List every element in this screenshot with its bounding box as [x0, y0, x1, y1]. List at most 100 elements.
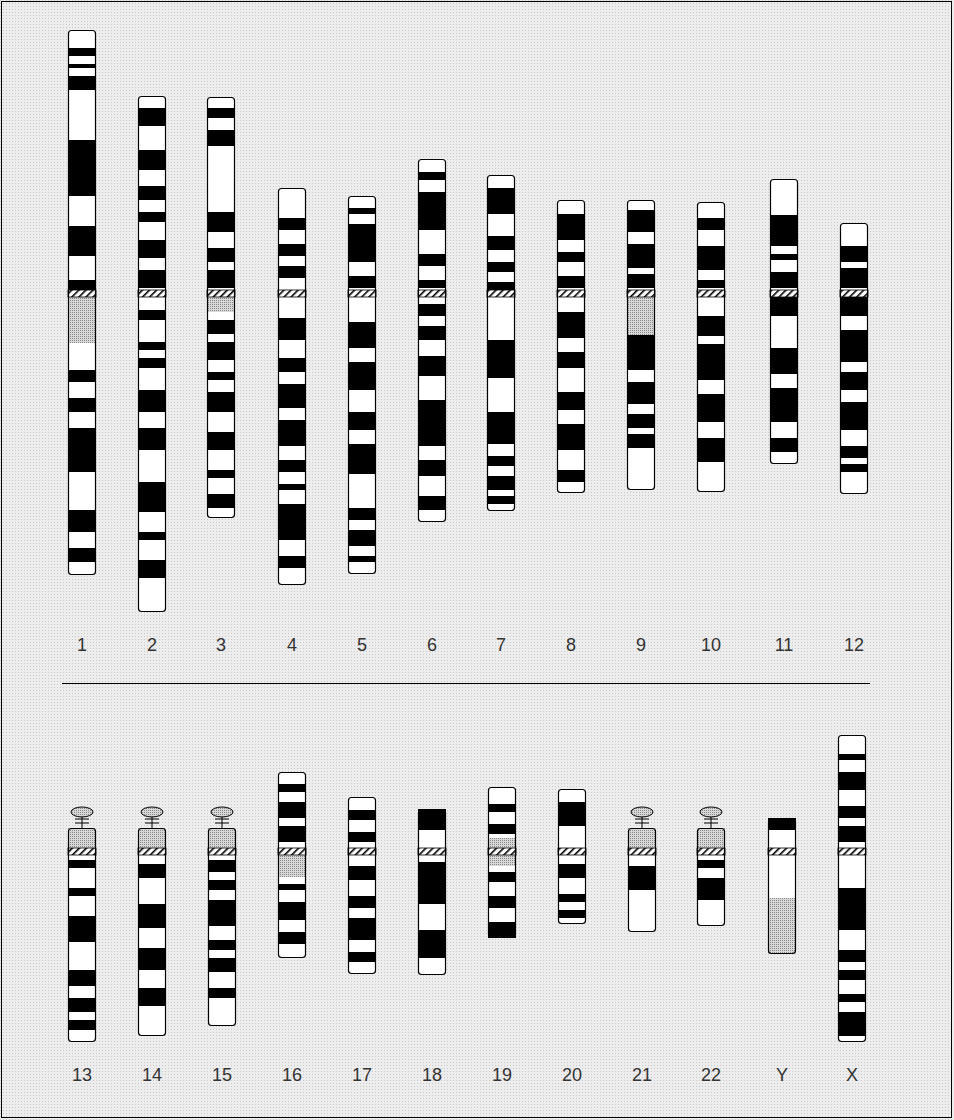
- stalk: [711, 817, 712, 828]
- chromosome-outline: [488, 176, 515, 511]
- chromosome-outline: [489, 788, 516, 938]
- centromere: [558, 848, 586, 855]
- dark-band: [418, 862, 446, 904]
- dark-band: [68, 428, 96, 472]
- dark-band: [68, 76, 96, 90]
- dark-band: [487, 262, 515, 272]
- dark-band: [278, 266, 306, 278]
- chromosome-body: [697, 828, 725, 926]
- dark-band: [138, 186, 166, 200]
- centromere: [557, 290, 585, 297]
- dark-band: [697, 246, 725, 270]
- stalk: [82, 817, 83, 828]
- dark-band: [838, 994, 866, 1002]
- chromosome-outline: [558, 201, 585, 493]
- chromosome: [207, 97, 235, 518]
- satellite: [631, 807, 653, 817]
- dark-band: [208, 860, 236, 872]
- chromosome: [627, 200, 655, 490]
- dark-band: [627, 434, 655, 448]
- row-separator: [62, 683, 870, 684]
- dark-band: [558, 910, 586, 918]
- dark-band: [348, 276, 376, 288]
- chromosome: [348, 797, 376, 974]
- chromosome-outline: [208, 98, 235, 518]
- chromosome-number: 12: [844, 636, 864, 654]
- dark-band: [840, 268, 868, 288]
- dark-band: [840, 330, 868, 362]
- dark-band: [207, 130, 235, 146]
- dark-band: [418, 356, 446, 376]
- dark-band: [838, 888, 866, 930]
- dark-band: [68, 970, 96, 986]
- chromosome-body: [697, 202, 725, 492]
- chromosome-number: 21: [632, 1066, 652, 1084]
- dark-band: [278, 504, 306, 540]
- heterochromatin-band: [68, 828, 96, 848]
- dark-band: [558, 894, 586, 902]
- heterochromatin-band: [278, 855, 306, 877]
- dark-band: [487, 236, 515, 250]
- dark-band: [418, 172, 446, 180]
- dark-band: [697, 344, 725, 380]
- dark-band: [487, 282, 515, 290]
- chromosome-outline: [69, 829, 96, 1042]
- dark-band: [838, 1012, 866, 1036]
- dark-band: [208, 880, 236, 890]
- dark-band: [278, 884, 306, 890]
- chromosome: [628, 807, 656, 932]
- chromosome: [838, 735, 866, 1042]
- centromere: [278, 290, 306, 297]
- dark-band: [348, 866, 376, 880]
- dark-band: [348, 412, 376, 430]
- dark-band: [697, 878, 725, 900]
- chromosome: [487, 175, 515, 511]
- chromosome-body: [840, 223, 868, 494]
- chromosome-outline: [841, 224, 868, 494]
- dark-band: [487, 188, 515, 214]
- dark-band: [68, 64, 96, 68]
- dark-band: [838, 826, 866, 842]
- centromere: [838, 848, 866, 855]
- centromere: [768, 848, 796, 855]
- chromosome-body: [768, 818, 796, 954]
- chromosome-outline: [209, 829, 236, 1026]
- dark-band: [348, 362, 376, 390]
- dark-band: [138, 150, 166, 170]
- dark-band: [348, 224, 376, 262]
- dark-band: [697, 316, 725, 336]
- dark-band: [697, 280, 725, 288]
- chromosome: [138, 807, 166, 1036]
- dark-band: [628, 866, 656, 890]
- heterochromatin-band: [628, 828, 656, 848]
- dark-band: [840, 402, 868, 430]
- dark-band: [840, 464, 868, 472]
- dark-band: [348, 918, 376, 940]
- dark-band: [768, 818, 796, 830]
- chromosome-outline: [629, 829, 656, 932]
- dark-band: [838, 950, 866, 962]
- chromosomes: [68, 30, 868, 1042]
- dark-band: [627, 244, 655, 268]
- dark-band: [138, 532, 166, 540]
- dark-band: [697, 438, 725, 462]
- dark-band: [348, 208, 376, 214]
- dark-band: [770, 348, 798, 374]
- dark-band: [838, 772, 866, 790]
- centromere: [68, 848, 96, 855]
- dark-band: [488, 896, 516, 908]
- dark-band: [278, 556, 306, 568]
- chromosome-outline: [349, 197, 376, 574]
- dark-band: [770, 297, 798, 316]
- dark-band: [770, 215, 798, 246]
- dark-band: [487, 340, 515, 378]
- dark-band: [68, 860, 96, 868]
- heterochromatin-band: [208, 828, 236, 848]
- dark-band: [557, 352, 585, 368]
- centromere: [487, 290, 515, 297]
- dark-band: [840, 246, 868, 262]
- dark-band: [207, 320, 235, 334]
- dark-band: [278, 932, 306, 944]
- chromosome-body: [770, 179, 798, 464]
- dark-band: [697, 860, 725, 868]
